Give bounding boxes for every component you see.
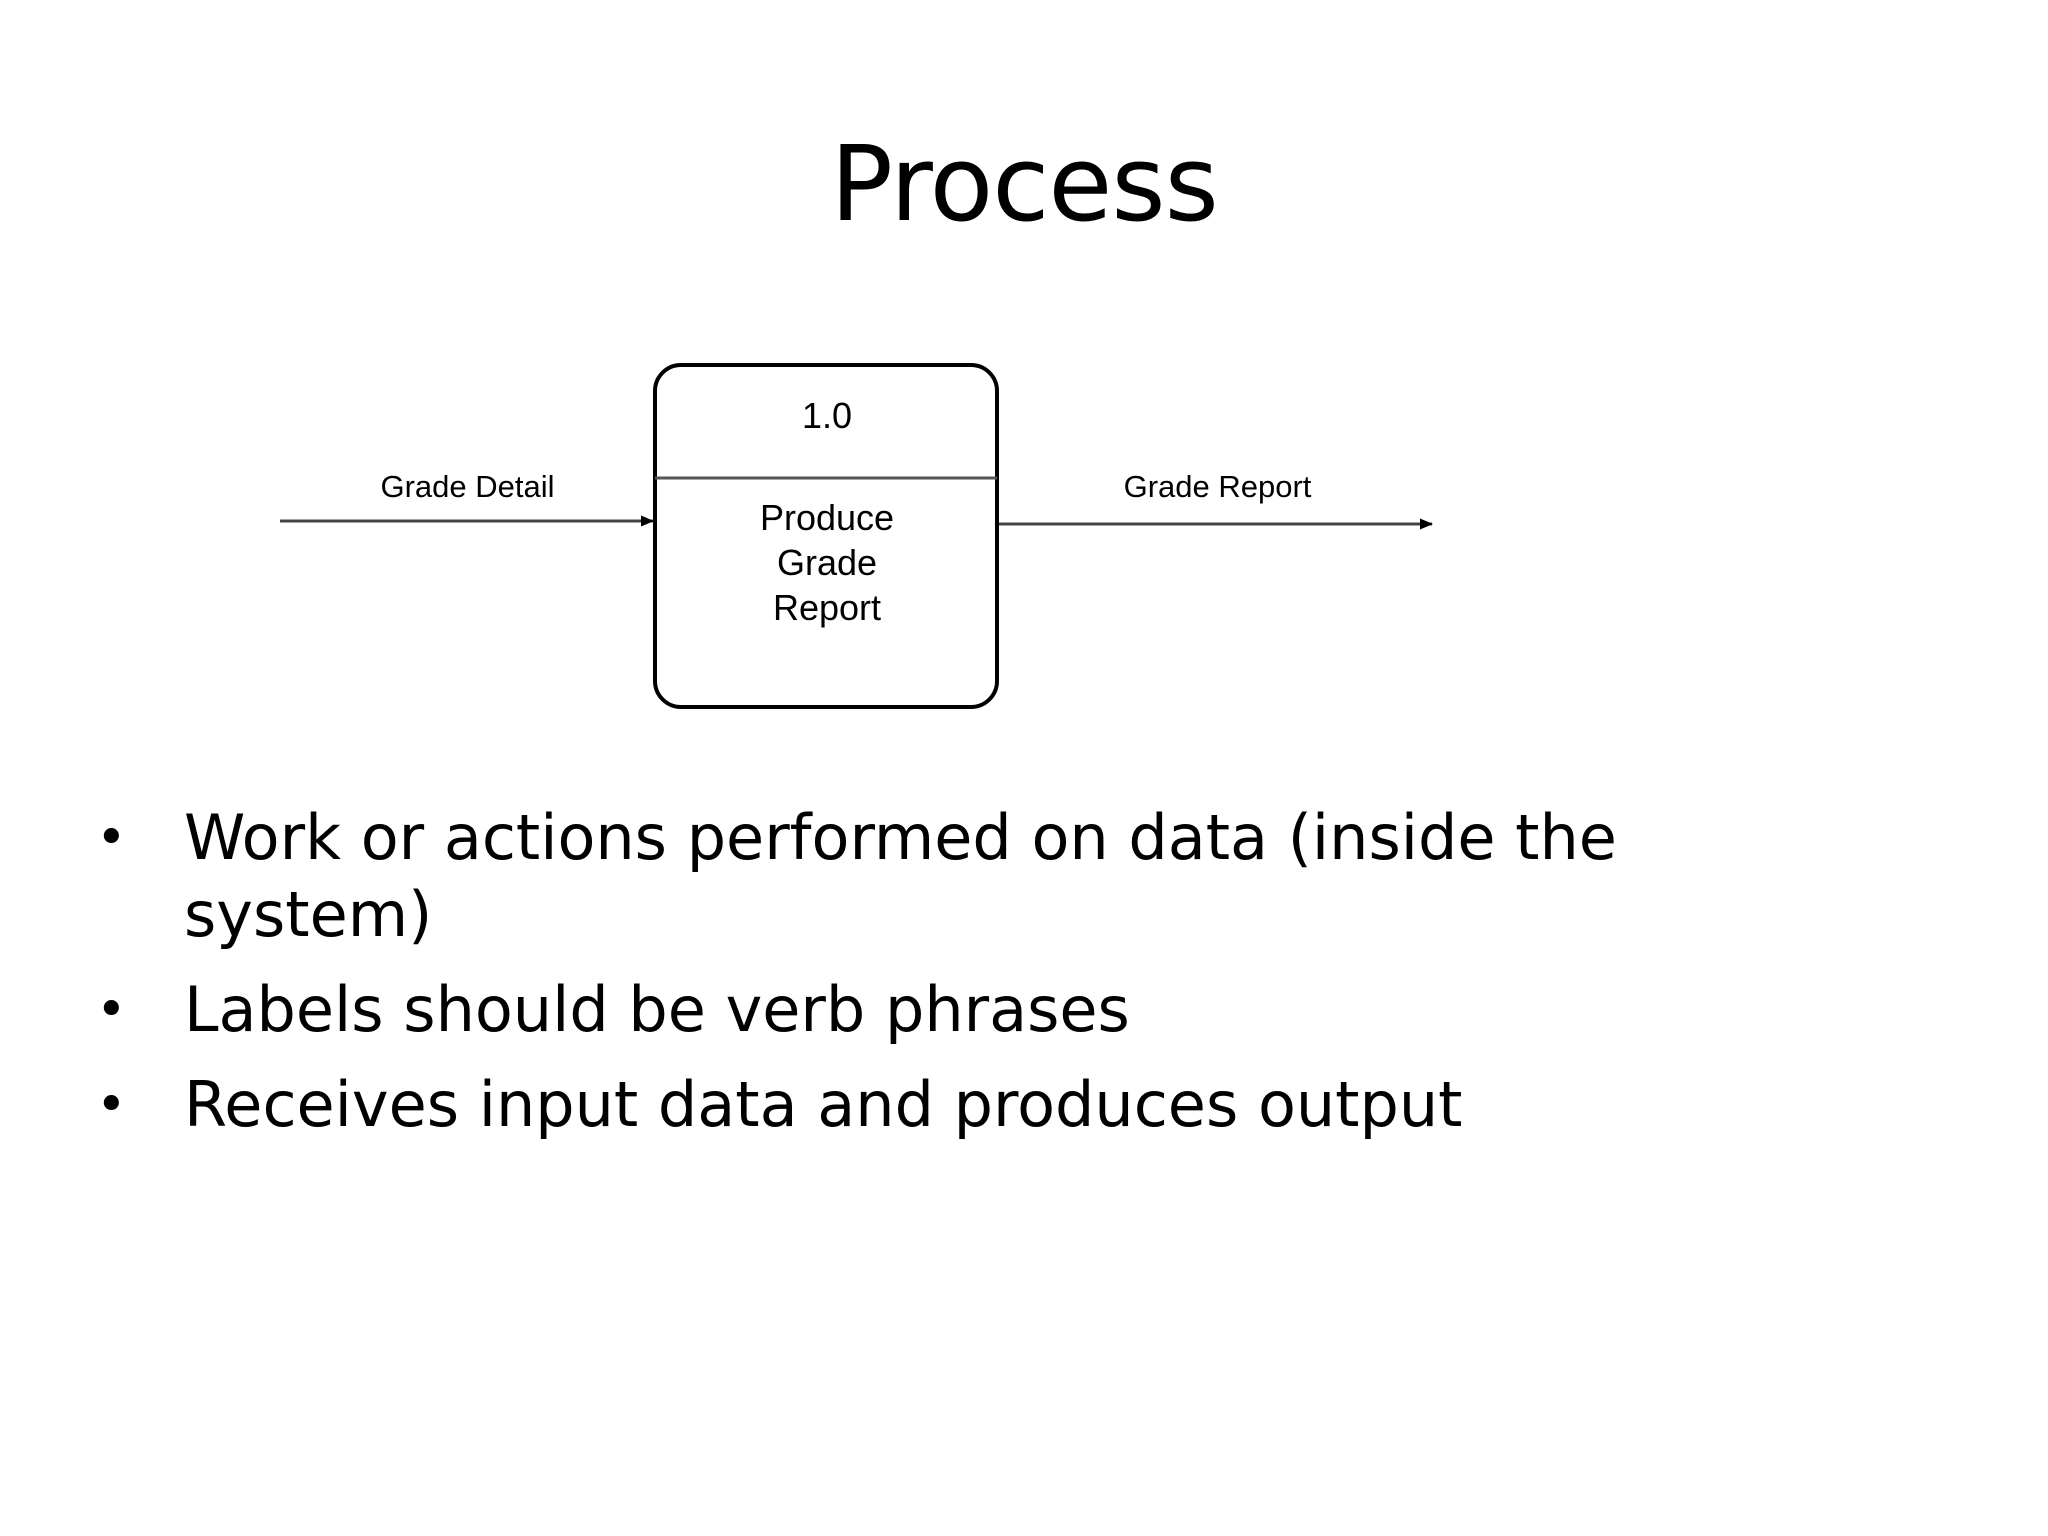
output-flow-label: Grade Report (1123, 469, 1312, 504)
list-item-text: Labels should be verb phrases (184, 972, 1130, 1046)
process-name-line-3: Report (772, 587, 882, 628)
bullet-marker-icon: • (96, 979, 127, 1040)
list-item: • Labels should be verb phrases (96, 972, 1976, 1049)
process-name-line-2: Grade (776, 542, 878, 583)
list-item-text: Work or actions performed on data (insid… (184, 801, 1617, 951)
list-item: • Work or actions performed on data (ins… (96, 800, 1976, 954)
input-flow-label: Grade Detail (380, 469, 555, 504)
bullet-marker-icon: • (96, 1074, 127, 1135)
process-box (653, 363, 999, 709)
list-item: • Receives input data and produces outpu… (96, 1067, 1976, 1144)
bullet-marker-icon: • (96, 808, 127, 868)
diagram-canvas (280, 363, 1433, 709)
bullet-list: • Work or actions performed on data (ins… (96, 800, 1976, 1162)
process-id-label: 1.0 (801, 395, 853, 436)
process-name-label: Produce Grade Report (657, 495, 997, 630)
data-flow-diagram: Grade Detail Grade Report 1.0 Produce Gr… (0, 340, 2048, 740)
page-title: Process (830, 123, 1219, 245)
list-item-text: Receives input data and produces output (184, 1067, 1463, 1141)
process-name-line-1: Produce (759, 497, 895, 538)
